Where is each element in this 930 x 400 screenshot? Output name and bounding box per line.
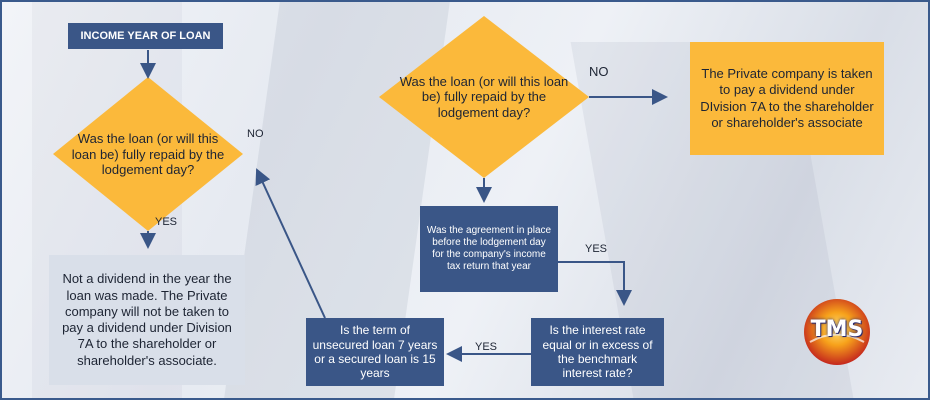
arrow-agreement-yes-to-interest [558,261,632,306]
income-year-box: INCOME YEAR OF LOAN [68,23,223,49]
pays-dividend-text: The Private company is taken to pay a di… [700,66,874,130]
arrow-term-to-left-question [255,168,326,319]
not-dividend-text: Not a dividend in the year the loan was … [62,271,232,368]
label-yes-interest: YES [475,341,498,353]
repaid-right-question: Was the loan (or will this loan be) full… [394,62,574,132]
diamond-repaid-left [53,77,243,231]
label-yes-left: YES [155,216,178,228]
label-no-left: NO [247,128,264,140]
repaid-left-question: Was the loan (or will this loan be) full… [64,117,232,192]
repaid-left-question-text: Was the loan (or will this loan be) full… [71,131,225,178]
agreement-text: Was the agreement in place before the lo… [426,225,552,272]
diamond-repaid-right [379,16,589,178]
interest-rate-text: Is the interest rate equal or in excess … [542,323,653,381]
logo-text: TMS [810,317,864,342]
label-yes-agreement: YES [585,243,608,255]
loan-term-text: Is the term of unsecured loan 7 years or… [312,323,438,381]
agreement-box: Was the agreement in place before the lo… [420,206,558,292]
tms-logo: TMS [802,297,872,367]
interest-rate-box: Is the interest rate equal or in excess … [531,318,664,386]
label-no-right: NO [589,64,609,79]
sun-logo-icon [804,299,870,365]
repaid-right-question-text: Was the loan (or will this loan be) full… [399,73,569,120]
loan-term-box: Is the term of unsecured loan 7 years or… [306,318,444,386]
income-year-label: INCOME YEAR OF LOAN [80,30,211,42]
pays-dividend-box: The Private company is taken to pay a di… [690,42,884,155]
not-dividend-box: Not a dividend in the year the loan was … [49,255,245,385]
